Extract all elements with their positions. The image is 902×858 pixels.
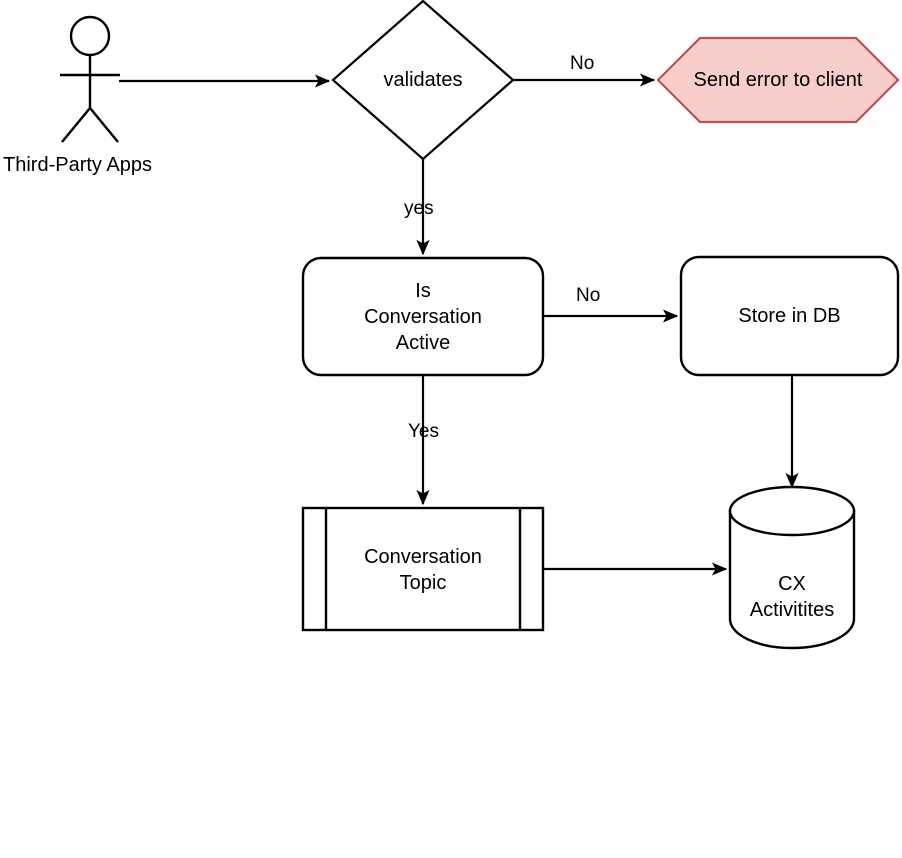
node-is-conversation-active-shape[interactable] <box>301 256 545 377</box>
actor-head-icon <box>69 15 111 57</box>
node-store-in-db-shape[interactable] <box>679 255 900 377</box>
actor-third-party-apps[interactable] <box>60 15 120 143</box>
node-validates-shape[interactable] <box>331 0 515 161</box>
edge-label-validates-yes: yes <box>404 198 434 219</box>
actor-right-leg-icon <box>89 107 119 143</box>
node-conversation-topic-shape[interactable] <box>301 506 545 632</box>
edge-label-active-no: No <box>576 285 601 306</box>
node-cx-activities-shape[interactable] <box>728 485 856 650</box>
edge-label-validates-no: No <box>570 53 595 74</box>
actor-left-leg-icon <box>61 107 91 143</box>
node-send-error-shape[interactable] <box>656 36 900 124</box>
edge-label-active-yes: Yes <box>408 421 439 442</box>
actor-label: Third-Party Apps <box>3 154 152 176</box>
